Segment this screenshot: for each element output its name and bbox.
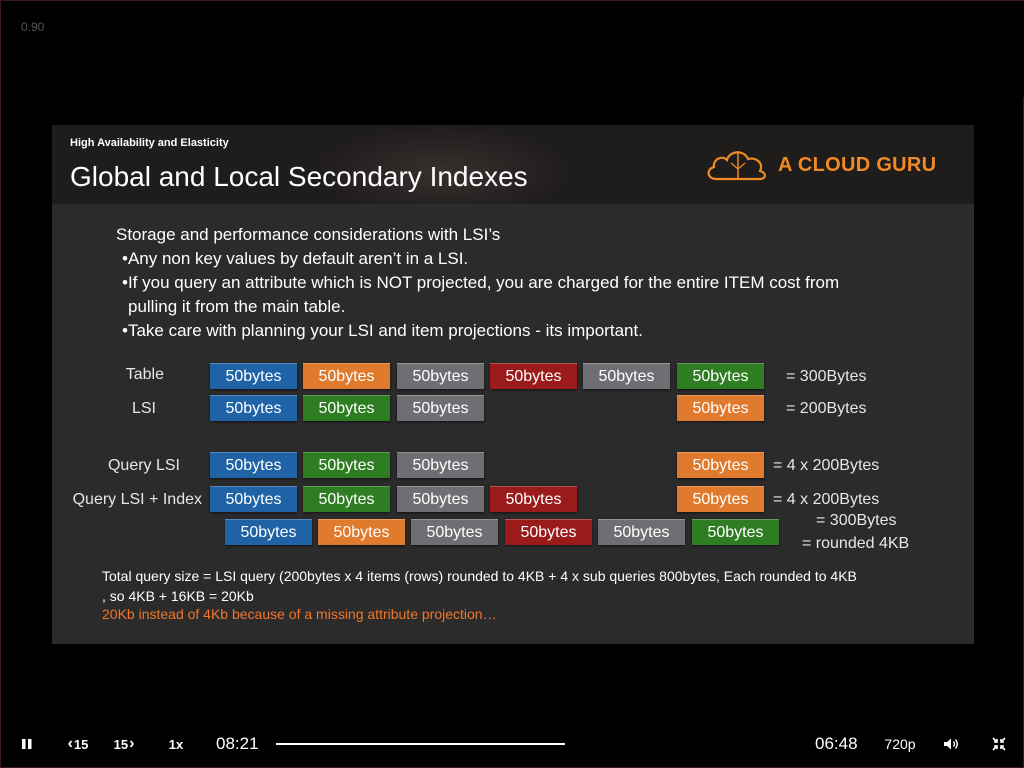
attribute-block: 50bytes (397, 452, 484, 478)
attribute-block: 50bytes (677, 363, 764, 389)
brand-logo: A CLOUD GURU (704, 145, 936, 185)
attribute-block: 50bytes (677, 452, 764, 478)
attribute-block: 50bytes (225, 519, 312, 545)
bullet-heading: Storage and performance considerations w… (116, 225, 501, 244)
attribute-block: 50bytes (210, 395, 297, 421)
attribute-block: 50bytes (303, 363, 390, 389)
exit-fullscreen-icon (992, 737, 1006, 751)
chevron-right-icon: › (129, 735, 135, 752)
row-label-lsi: LSI (131, 400, 156, 417)
volume-button[interactable] (939, 727, 963, 761)
attribute-block: 50bytes (210, 452, 297, 478)
bullet-continuation: pulling it from the main table. (128, 297, 346, 316)
attribute-block: 50bytes (411, 519, 498, 545)
bullet-list: Storage and performance considerations w… (116, 223, 839, 343)
row-total-query-lsi-index: = 4 x 200Bytes (773, 491, 880, 508)
row-total-table: = 300Bytes (786, 368, 867, 385)
quality-button[interactable]: 720p (884, 736, 916, 752)
chevron-left-icon: ‹ (67, 735, 73, 752)
bullet-item: •If you query an attribute which is NOT … (122, 273, 840, 292)
forward-15-button[interactable]: 15› (107, 727, 141, 761)
attribute-block: 50bytes (397, 363, 484, 389)
presenter-backdrop (312, 125, 572, 204)
attribute-block: 50bytes (210, 363, 297, 389)
rewind-label: 15 (73, 736, 89, 752)
attribute-block: 50bytes (303, 486, 390, 512)
forward-label: 15 (113, 736, 129, 752)
slide-header: High Availability and Elasticity Global … (52, 125, 974, 204)
row-label-query-lsi: Query LSI (107, 457, 180, 474)
pause-button[interactable] (13, 727, 41, 761)
attribute-block: 50bytes (303, 395, 390, 421)
playback-speed-badge: 0.90 (21, 20, 45, 34)
rewind-15-button[interactable]: ‹15 (61, 727, 95, 761)
summary-line: , so 4KB + 16KB = 20Kb (102, 588, 254, 604)
attribute-block: 50bytes (598, 519, 685, 545)
playback-rate-button[interactable]: 1x (168, 736, 184, 752)
item-rounded: = rounded 4KB (802, 535, 910, 552)
row-label-query-lsi-index: Query LSI + Index (72, 491, 202, 508)
attribute-block: 50bytes (677, 486, 764, 512)
attribute-block: 50bytes (505, 519, 592, 545)
progress-bar[interactable] (276, 743, 565, 745)
volume-icon (944, 738, 958, 750)
lecture-slide: High Availability and Elasticity Global … (52, 125, 974, 644)
player-controls: ‹15 15› 1x 08:21 06:48 720p (1, 727, 1024, 761)
attribute-block: 50bytes (318, 519, 405, 545)
row-total-query-lsi: = 4 x 200Bytes (773, 457, 880, 474)
summary-line: Total query size = LSI query (200bytes x… (102, 568, 857, 584)
bullet-item: •Take care with planning your LSI and it… (122, 321, 643, 340)
attribute-block: 50bytes (490, 363, 577, 389)
attribute-block: 50bytes (397, 395, 484, 421)
cloud-logo-icon (707, 151, 766, 181)
attribute-block: 50bytes (583, 363, 670, 389)
attribute-block: 50bytes (303, 452, 390, 478)
item-total: = 300Bytes (816, 512, 897, 529)
summary-note: 20Kb instead of 4Kb because of a missing… (102, 606, 497, 622)
brand-logo-text: A CLOUD GURU (778, 153, 937, 176)
attribute-block: 50bytes (210, 486, 297, 512)
remaining-time: 06:48 (815, 734, 858, 753)
attribute-block: 50bytes (490, 486, 577, 512)
row-label-table: Table (125, 366, 164, 383)
pause-icon (22, 739, 32, 749)
elapsed-time: 08:21 (216, 734, 259, 753)
video-top-band (1, 1, 1024, 97)
attribute-block: 50bytes (677, 395, 764, 421)
exit-fullscreen-button[interactable] (987, 727, 1011, 761)
attribute-block: 50bytes (692, 519, 779, 545)
attribute-block: 50bytes (397, 486, 484, 512)
slide-kicker: High Availability and Elasticity (70, 137, 229, 149)
summary-text: Total query size = LSI query (200bytes x… (102, 566, 942, 606)
slide-title: Global and Local Secondary Indexes (70, 161, 528, 192)
row-total-lsi: = 200Bytes (786, 400, 867, 417)
bullet-item: •Any non key values by default aren’t in… (122, 249, 469, 268)
